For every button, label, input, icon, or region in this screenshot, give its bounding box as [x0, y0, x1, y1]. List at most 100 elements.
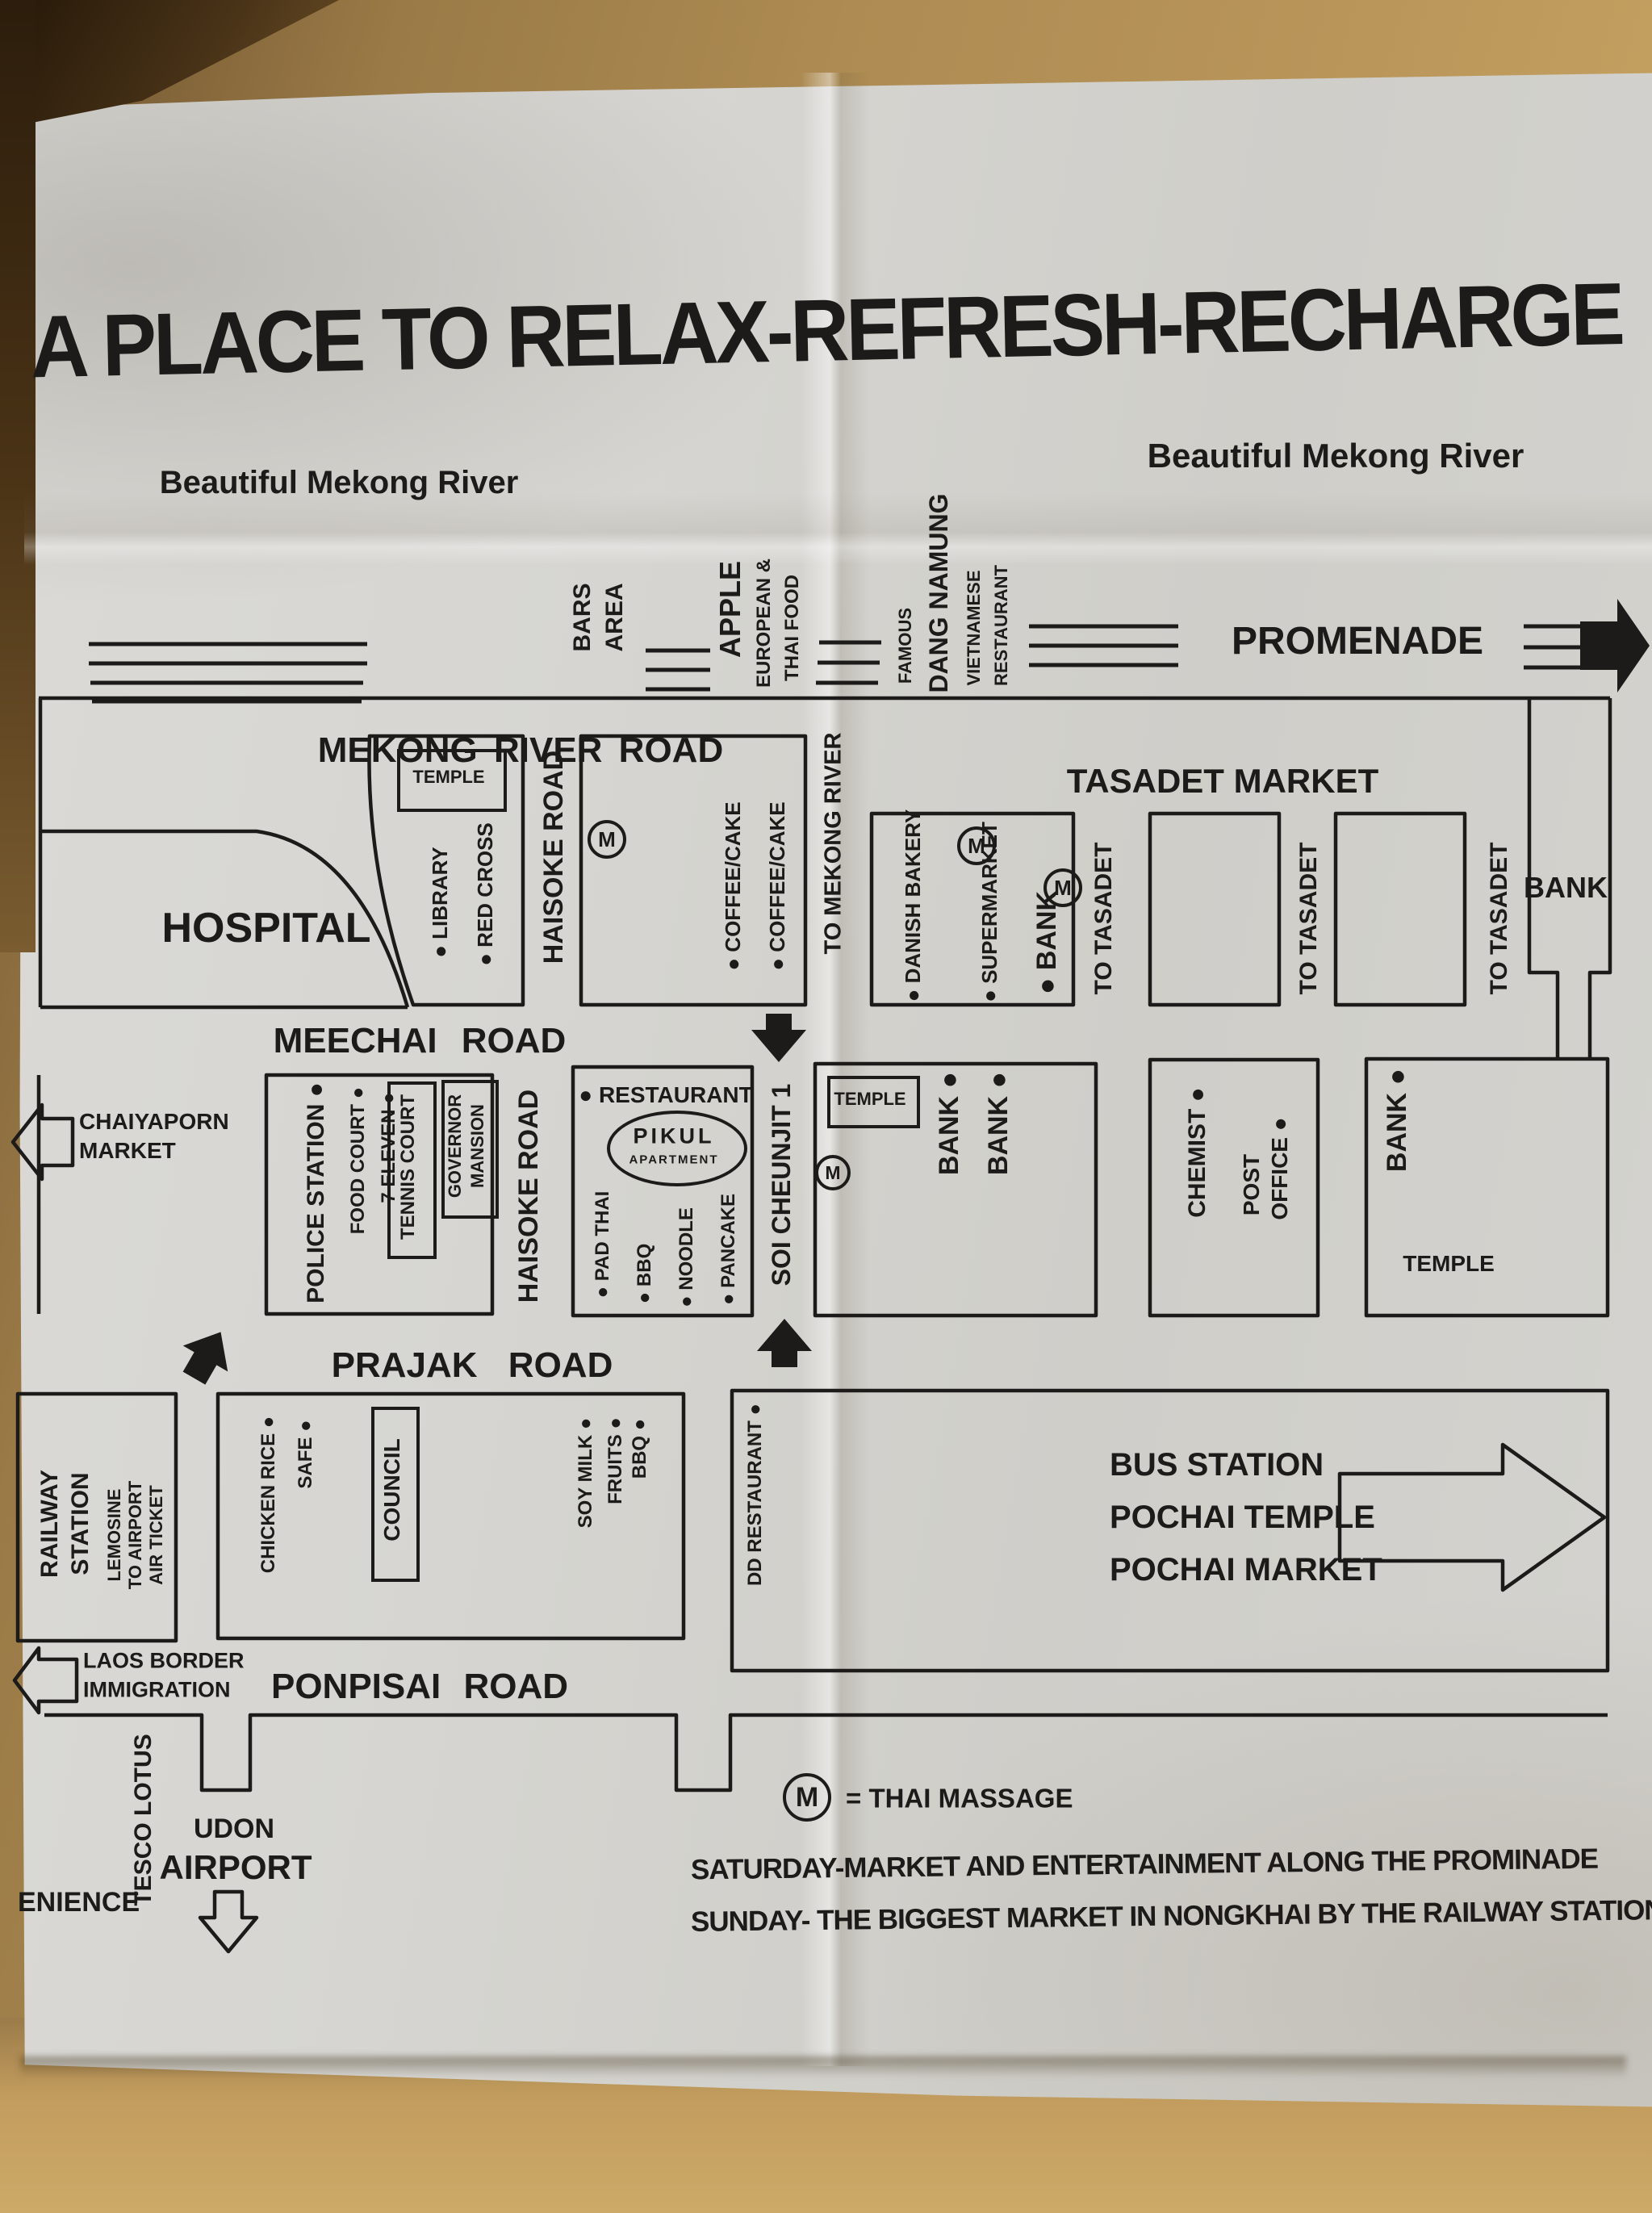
coffee-block: [579, 734, 808, 1007]
bank-column-block: [1527, 698, 1612, 1059]
label-apple-thai-food: THAI FOOD: [781, 575, 803, 681]
paper-fold-horizontal: [24, 492, 1652, 565]
label-road-meechai: MEECHAI ROAD: [273, 1021, 567, 1060]
chaiyaporn-arrow: [10, 1102, 75, 1182]
label-bbq-council: BBQ ●: [629, 1418, 650, 1479]
label-food-court: FOOD COURT ●: [347, 1086, 369, 1235]
label-beautiful-mekong-left: Beautiful Mekong River: [159, 465, 519, 500]
tasadet-block-2: [1148, 811, 1282, 1007]
label-hospital: HOSPITAL: [161, 905, 371, 952]
label-railway-2: STATION: [67, 1472, 94, 1575]
label-pochai-temple: POCHAI TEMPLE: [1110, 1500, 1375, 1535]
label-bank-meechai-3: BANK ●: [1382, 1068, 1412, 1173]
label-air-ticket: AIR TICKET: [146, 1485, 166, 1585]
label-chaiyaporn-2: MARKET: [79, 1138, 176, 1163]
label-bank-top-right: BANK: [1524, 871, 1608, 904]
label-road-mekong-river: MEKONG RIVER ROAD: [317, 730, 724, 770]
label-to-mekong-river: TO MEKONG RIVER: [820, 732, 847, 955]
label-police-station: POLICE STATION ●: [303, 1082, 329, 1303]
label-famous: FAMOUS: [895, 607, 915, 684]
massage-icon-bakery: M: [957, 826, 996, 865]
label-bars-area-1: BARS: [569, 583, 596, 652]
label-coffee-cake-1: ● COFFEE/CAKE: [721, 801, 745, 971]
label-temple-1: TEMPLE: [412, 767, 485, 787]
label-pad-thai: ● PAD THAI: [592, 1190, 613, 1299]
massage-icon-coffee: M: [588, 820, 626, 859]
label-bank-tasadet: ● BANK: [1031, 890, 1062, 995]
udon-airport-arrow: [198, 1889, 259, 1954]
prajak-west-arrow: [182, 1332, 228, 1385]
label-soi-cheunjit: SOI CHEUNJIT 1: [767, 1083, 796, 1286]
temple-library-block: [367, 734, 525, 1007]
label-to-tasadet-2: TO TASADET: [1295, 842, 1322, 995]
bakery-block: [869, 811, 1076, 1007]
massage-icon-legend: M: [783, 1773, 831, 1822]
label-lemosine: LEMOSINE: [104, 1488, 124, 1582]
police-block: [264, 1073, 495, 1316]
bus-station-arrow: [1337, 1442, 1607, 1592]
mekong-road-south-curve: [40, 829, 410, 1008]
label-bank-meechai-2: BANK ●: [983, 1071, 1014, 1176]
label-post: POST: [1239, 1153, 1264, 1216]
soi-cheunjit-up-arrow: [757, 1319, 812, 1367]
soi-cheunjit-down-arrow: [751, 1014, 806, 1062]
label-red-cross: ● RED CROSS: [473, 822, 497, 966]
label-dang-namung: DANG NAMUNG: [924, 493, 953, 693]
ponpisai-south-edge: [44, 1713, 1608, 1793]
council-block: [215, 1391, 686, 1641]
label-enience: ENIENCE: [18, 1887, 140, 1918]
label-dd-restaurant: DD RESTAURANT ●: [744, 1403, 766, 1587]
temple-bank-block: [813, 1061, 1098, 1318]
chemist-block: [1148, 1057, 1320, 1318]
label-safe: SAFE ●: [295, 1420, 316, 1489]
label-udon: UDON: [193, 1813, 275, 1844]
label-to-airport: TO AIRPORT: [125, 1480, 145, 1590]
paper-fold-vertical: [801, 73, 870, 2066]
label-promenade: PROMENADE: [1231, 620, 1484, 663]
label-laos-border-1: LAOS BORDER: [83, 1648, 245, 1673]
label-coffee-cake-2: ● COFFEE/CAKE: [765, 801, 789, 971]
label-to-tasadet-1: TO TASADET: [1090, 842, 1117, 995]
temple-2-box: [827, 1076, 920, 1128]
label-bank-meechai-1: BANK ●: [934, 1071, 964, 1176]
label-soy-milk: SOY MILK ●: [575, 1417, 596, 1529]
label-restaurant-vietnamese: RESTAURANT: [991, 565, 1011, 686]
label-danish-bakery: ● DANISH BAKERY: [901, 809, 925, 1002]
table-dark-edge: [0, 0, 36, 952]
label-chemist: CHEMIST ●: [1184, 1087, 1211, 1218]
label-apple: APPLE: [713, 560, 747, 659]
label-tesco-lotus: TESCO LOTUS: [130, 1734, 157, 1906]
label-vietnamese: VIETNAMESE: [964, 570, 984, 686]
label-noodle: ● NOODLE: [675, 1207, 697, 1307]
label-road-prajak: PRAJAK ROAD: [331, 1345, 613, 1385]
label-chaiyaporn-1: CHAIYAPORN: [79, 1109, 229, 1134]
governor-mansion-box: [441, 1080, 499, 1219]
label-chicken-rice: CHICKEN RICE ●: [257, 1416, 279, 1574]
label-temple-2: TEMPLE: [834, 1089, 906, 1109]
label-bars-area-2: AREA: [601, 583, 628, 652]
tasadet-block-3: [1333, 811, 1467, 1007]
label-library: ● LIBRARY: [428, 847, 452, 958]
label-to-tasadet-3: TO TASADET: [1486, 842, 1512, 995]
label-road-ponpisai: PONPISAI ROAD: [270, 1667, 569, 1706]
label-tasadet-market: TASADET MARKET: [1066, 762, 1379, 800]
label-airport: AIRPORT: [159, 1848, 312, 1886]
pikul-block: [571, 1065, 755, 1318]
paper-shadow: [20, 2056, 1626, 2077]
laos-border-arrow: [12, 1646, 79, 1715]
label-apple-european: EUROPEAN &: [753, 558, 775, 688]
label-bbq-pikul: ● BBQ: [634, 1243, 655, 1304]
pikul-apartment-oval: [607, 1111, 747, 1186]
label-bus-station: BUS STATION: [1110, 1447, 1324, 1483]
massage-icon-temple: M: [815, 1155, 851, 1190]
temple-1-box: [397, 749, 507, 812]
tennis-court-box: [387, 1081, 437, 1259]
label-road-haisoke-lower: HAISOKE ROAD: [513, 1089, 544, 1303]
label-fruits: FRUITS ●: [604, 1417, 626, 1504]
label-laos-border-2: IMMIGRATION: [83, 1677, 231, 1702]
council-box: [371, 1407, 420, 1582]
